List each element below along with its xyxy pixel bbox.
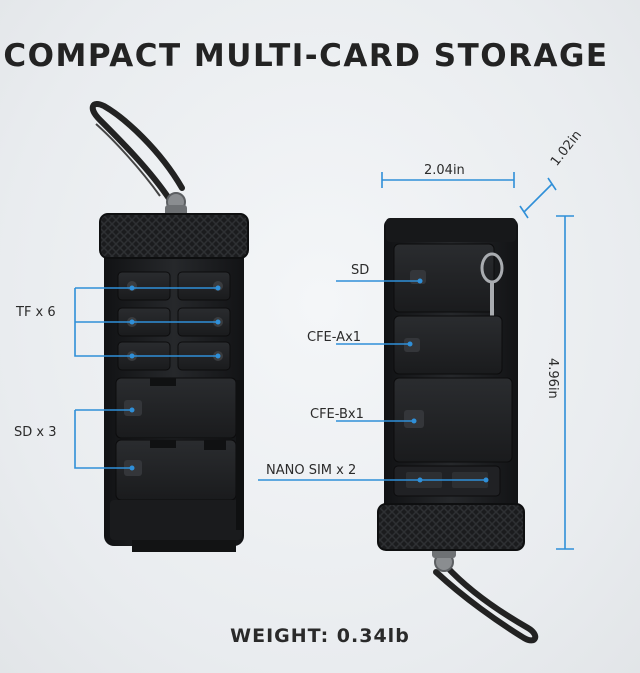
label-tf-x6: TF x 6 <box>16 305 56 320</box>
left-case <box>89 100 249 552</box>
label-nano-sim: NANO SIM x 2 <box>266 463 357 478</box>
callout-lines <box>74 172 574 550</box>
tf-slots <box>117 271 231 371</box>
sd-slots-left <box>115 377 237 501</box>
label-cfe-a: CFE-Ax1 <box>307 330 362 345</box>
callout-dots <box>129 278 489 483</box>
page-title: COMPACT MULTI-CARD STORAGE <box>3 38 609 74</box>
label-sd: SD <box>351 263 370 278</box>
label-cfe-b: CFE-Bx1 <box>310 407 364 422</box>
weight-label: WEIGHT: 0.34lb <box>230 625 410 647</box>
right-case <box>377 218 539 644</box>
label-sd-x3: SD x 3 <box>14 425 57 440</box>
dimension-height: 4.96in <box>545 358 560 399</box>
dimension-width: 2.04in <box>424 163 465 178</box>
